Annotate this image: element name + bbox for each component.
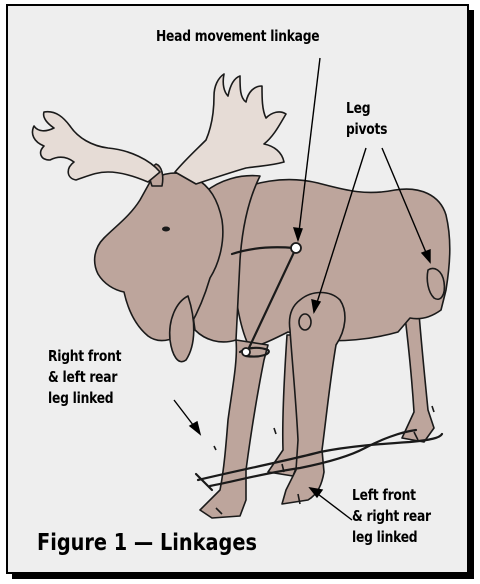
moose-antler-right <box>175 74 286 184</box>
head-pivot-joint <box>291 243 301 253</box>
label-head-linkage-text: Head movement linkage <box>156 26 319 47</box>
label-right-front-left-rear: Right front & left rear leg linked <box>48 346 121 409</box>
label-rflr-line2: & left rear <box>48 367 121 388</box>
near-front-leg <box>200 340 268 518</box>
label-lfrr-line1: Left front <box>352 485 431 506</box>
label-leg-pivots-line1: Leg <box>346 98 387 119</box>
label-lfrr-line2: & right rear <box>352 506 431 527</box>
leg-tick-mark-3 <box>214 446 216 450</box>
label-head-movement-linkage: Head movement linkage <box>156 26 319 47</box>
moose-antler-left <box>32 112 160 182</box>
head-lower-joint <box>242 348 250 356</box>
label-rflr-line1: Right front <box>48 346 121 367</box>
label-leg-pivots: Leg pivots <box>346 98 387 140</box>
leg-tick-mark-2 <box>432 406 434 412</box>
label-leg-pivots-line2: pivots <box>346 119 387 140</box>
label-left-front-right-rear: Left front & right rear leg linked <box>352 485 431 548</box>
leg-tick-mark-1 <box>274 428 276 434</box>
figure-title: Figure 1 — Linkages <box>37 530 257 556</box>
label-rflr-line3: leg linked <box>48 388 121 409</box>
moose-eye <box>162 227 170 232</box>
label-lfrr-line3: leg linked <box>352 527 431 548</box>
